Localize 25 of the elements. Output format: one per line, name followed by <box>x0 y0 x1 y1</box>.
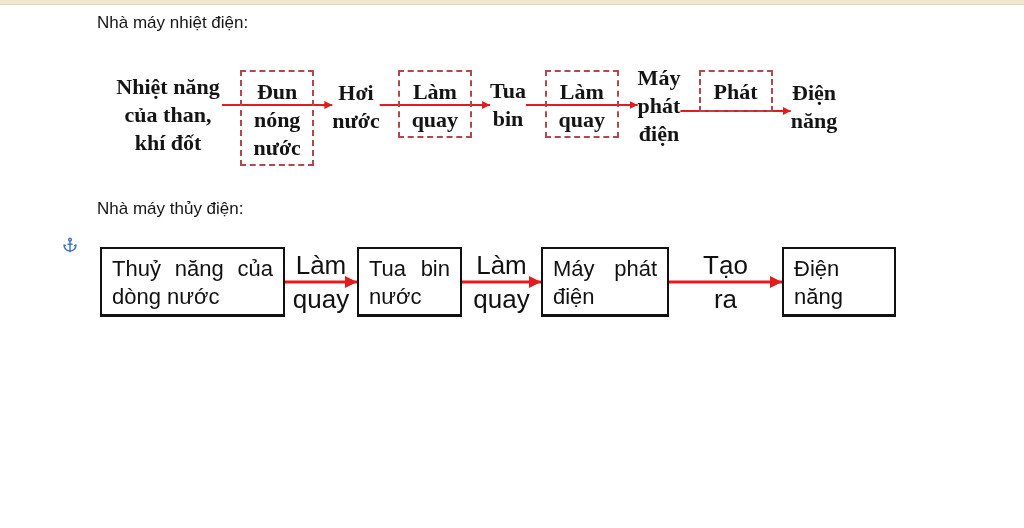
process-box: Thuỷ năng của dòng nước <box>100 247 285 317</box>
arrow <box>221 101 334 109</box>
process-box: Điện năng <box>782 247 896 317</box>
edge-label: Làm quay <box>292 249 350 316</box>
stage-text: Tua bin <box>490 77 526 133</box>
stage-text: Máy phát điện <box>637 64 681 148</box>
section-heading: Nhà máy thủy điện: <box>97 199 244 219</box>
dashed-edge-label: Phát <box>698 70 773 112</box>
stage-text: Điện năng <box>790 79 838 135</box>
edge-label: Làm quay <box>473 249 530 316</box>
section-heading: Nhà máy nhiệt điện: <box>97 13 249 33</box>
arrow <box>679 107 792 115</box>
arrow <box>669 276 782 288</box>
arrow <box>462 276 541 288</box>
process-box: Tua bin nước <box>357 247 462 317</box>
arrow <box>285 276 357 288</box>
arrow <box>524 101 639 109</box>
dashed-edge-label: Làm quay <box>544 70 619 138</box>
stage-text: Nhiệt năng của than, khí đốt <box>114 73 222 157</box>
arrow <box>378 101 492 109</box>
dashed-edge-label: Làm quay <box>397 70 472 138</box>
stage-text: Hơi nước <box>332 79 380 135</box>
edge-label: Tạo ra <box>703 249 748 316</box>
dashed-edge-label: Đun nóng nước <box>240 70 315 166</box>
process-box: Máy phát điện <box>541 247 669 317</box>
